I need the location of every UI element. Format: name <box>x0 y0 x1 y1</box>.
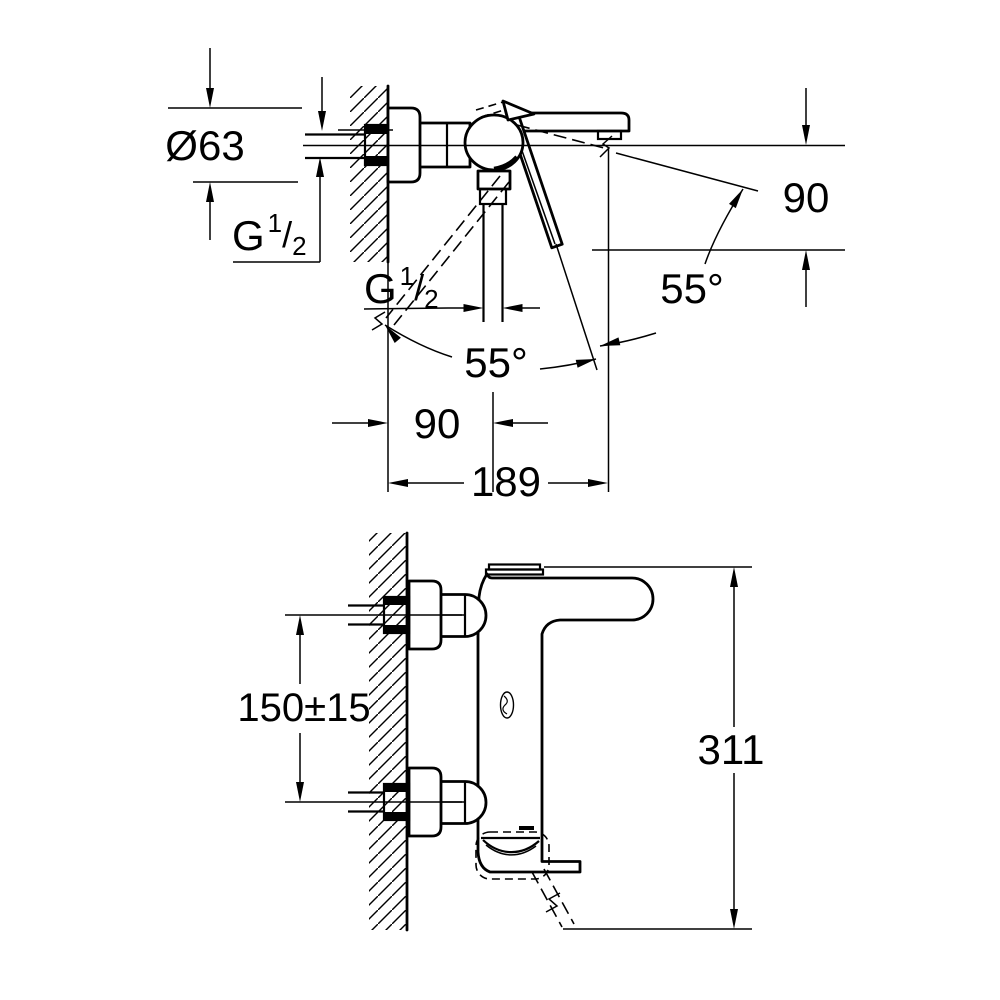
arrow-left-icon <box>502 304 523 312</box>
arc-arrow-icon <box>385 325 401 343</box>
wall-nipple-thread <box>384 597 409 605</box>
arrow-down-icon <box>296 782 304 802</box>
dim-label-90-vertical: 90 <box>783 174 830 221</box>
break-symbol <box>545 892 561 913</box>
wall-hatching <box>350 86 388 262</box>
side-view: 150±15 311 <box>237 531 765 932</box>
hose-nut <box>478 187 508 206</box>
arrow-right-icon <box>463 304 484 312</box>
wall-nipple-thread <box>365 156 388 165</box>
spout-mouth-curve <box>485 844 537 856</box>
wall-hatching <box>369 533 407 930</box>
arc-arrow-icon <box>729 189 743 209</box>
arrow-down-icon <box>318 111 326 131</box>
arrow-down-icon <box>730 909 738 929</box>
wall-nipple-thread <box>384 625 409 633</box>
lever-raised-line <box>615 152 759 192</box>
inlet-union-top <box>438 593 488 638</box>
dim-lever-open-angle: 55° <box>599 188 744 347</box>
faucet-body-profile <box>476 572 655 874</box>
break-symbol <box>371 311 386 331</box>
lever-ghost-edge <box>475 101 504 111</box>
spout-mouth-curve <box>482 839 540 854</box>
wall-nipple-thread <box>384 812 409 820</box>
lever-raised-ghost <box>516 124 605 149</box>
cartridge-seam <box>493 155 519 172</box>
dim-label-55-right: 55° <box>660 265 724 312</box>
cartridge-cap-flange <box>484 568 545 576</box>
dim-label-diameter: Ø63 <box>165 122 244 169</box>
arrow-down-icon <box>802 125 810 145</box>
lever-end <box>501 99 536 122</box>
spout <box>510 111 631 133</box>
dim-drop-height: 90 <box>783 88 830 307</box>
grohe-logo-mark <box>502 695 508 715</box>
grohe-logo <box>499 691 515 719</box>
dim-inlet-spacing: 150±15 <box>237 615 371 802</box>
arrow-right-icon <box>368 419 388 427</box>
dim-label-311: 311 <box>698 726 765 773</box>
spout-detail-tick <box>519 826 534 830</box>
arrow-up-icon <box>296 615 304 635</box>
lever-swung-ghost <box>385 175 501 319</box>
arc-arrow-icon <box>600 337 621 346</box>
dim-lever-swing-angle: 55° <box>384 324 597 386</box>
dim-overall-height: 311 <box>698 567 765 929</box>
leader-line <box>363 307 449 310</box>
break-symbol <box>599 135 613 158</box>
arrow-down-icon <box>206 88 214 108</box>
dim-label-90-horizontal: 90 <box>414 400 461 447</box>
wall-nipple-thread <box>384 784 409 792</box>
arrow-left-icon <box>388 479 408 487</box>
dim-spout-reach: 189 <box>388 458 608 505</box>
hose-ghost <box>543 868 575 925</box>
dim-escutcheon-diameter: Ø63 <box>165 48 302 240</box>
arrow-right-icon <box>588 479 608 487</box>
dim-label-189: 189 <box>471 458 541 505</box>
dim-label-55-left: 55° <box>464 339 528 386</box>
angle-arc <box>384 324 453 358</box>
lever-ghost-edge <box>480 109 505 118</box>
arrow-left-icon <box>493 419 513 427</box>
arrow-up-icon <box>206 182 214 202</box>
dim-hose-offset: 90 <box>332 400 548 447</box>
arc-arrow-icon <box>575 359 596 368</box>
spout-ghost-outline <box>475 831 550 880</box>
lever-swung-ghost <box>393 181 510 326</box>
arrow-up-icon <box>802 250 810 270</box>
hose-ghost <box>531 871 563 928</box>
dim-label-150: 150±15 <box>237 686 370 730</box>
lever-axis-line <box>555 243 598 371</box>
grohe-logo-oval <box>499 691 515 719</box>
arrow-up-icon <box>316 157 324 177</box>
arrow-up-icon <box>730 567 738 587</box>
